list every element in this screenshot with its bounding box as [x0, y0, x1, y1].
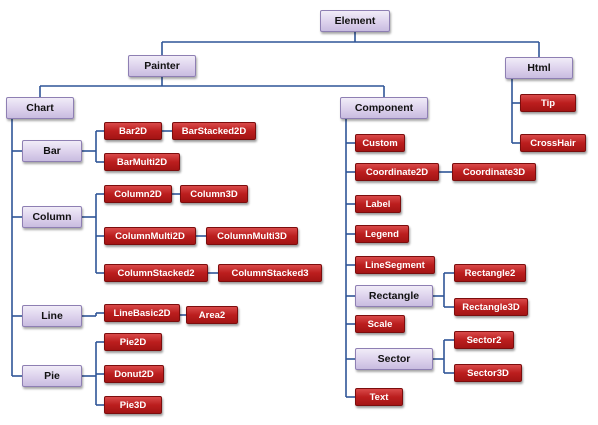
- node-component: Component: [340, 97, 428, 119]
- node-label: Label: [355, 195, 401, 213]
- node-rectangle: Rectangle: [355, 285, 433, 307]
- node-columnmulti2d: ColumnMulti2D: [104, 227, 196, 245]
- node-element: Element: [320, 10, 390, 32]
- node-donut2d: Donut2D: [104, 365, 164, 383]
- node-pie2d: Pie2D: [104, 333, 162, 351]
- node-barstacked2d: BarStacked2D: [172, 122, 256, 140]
- node-coordinate3d: Coordinate3D: [452, 163, 536, 181]
- node-column3d: Column3D: [180, 185, 248, 203]
- node-linebasic2d: LineBasic2D: [104, 304, 180, 322]
- node-tip: Tip: [520, 94, 576, 112]
- node-coordinate2d: Coordinate2D: [355, 163, 439, 181]
- node-bar: Bar: [22, 140, 82, 162]
- node-columnmulti3d: ColumnMulti3D: [206, 227, 298, 245]
- node-scale: Scale: [355, 315, 405, 333]
- node-line: Line: [22, 305, 82, 327]
- node-pie3d: Pie3D: [104, 396, 162, 414]
- node-rectangle2: Rectangle2: [454, 264, 526, 282]
- node-pie: Pie: [22, 365, 82, 387]
- node-linesegment: LineSegment: [355, 256, 435, 274]
- node-columnstacked3: ColumnStacked3: [218, 264, 322, 282]
- node-sector: Sector: [355, 348, 433, 370]
- node-sector3d: Sector3D: [454, 364, 522, 382]
- node-columnstacked2: ColumnStacked2: [104, 264, 208, 282]
- node-area2: Area2: [186, 306, 238, 324]
- node-html: Html: [505, 57, 573, 79]
- node-text: Text: [355, 388, 403, 406]
- node-column: Column: [22, 206, 82, 228]
- node-legend: Legend: [355, 225, 409, 243]
- node-rectangle3d: Rectangle3D: [454, 298, 528, 316]
- node-bar2d: Bar2D: [104, 122, 162, 140]
- node-column2d: Column2D: [104, 185, 172, 203]
- node-custom: Custom: [355, 134, 405, 152]
- node-crosshair: CrossHair: [520, 134, 586, 152]
- node-painter: Painter: [128, 55, 196, 77]
- node-barmulti2d: BarMulti2D: [104, 153, 180, 171]
- node-chart: Chart: [6, 97, 74, 119]
- node-sector2: Sector2: [454, 331, 514, 349]
